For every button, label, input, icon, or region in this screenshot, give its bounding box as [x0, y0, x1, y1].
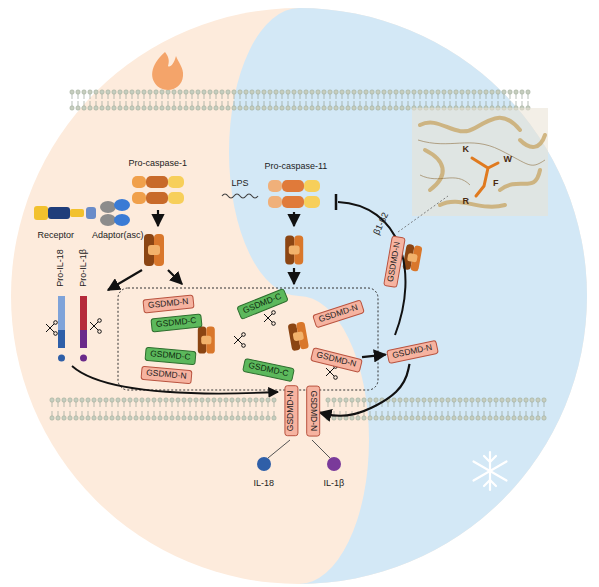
figure-label: W — [504, 155, 513, 165]
figure-label: IL-18 — [254, 479, 275, 489]
figure-label: Pro-IL-18 — [56, 249, 66, 287]
gsdmd-box: GSDMD-C — [150, 313, 202, 332]
node-text: GSDMD-N — [384, 241, 401, 283]
gsdmd-box: GSDMD-N — [140, 366, 192, 384]
node-text: GSDMD-C — [241, 291, 282, 315]
figure-label: LPS — [232, 179, 249, 189]
node-text: GSDMD-N — [147, 296, 188, 310]
node-text: GSDMD-C — [247, 360, 289, 378]
zoom-leader — [398, 196, 448, 232]
node-text: GSDMD-N — [145, 367, 186, 381]
figure-label: β1-β2 — [372, 211, 391, 236]
figure-label: Pro-caspase-1 — [129, 159, 188, 169]
node-text: GSDMD-C — [155, 315, 196, 329]
node-text: GSDMD-N — [309, 391, 319, 432]
node-text: GSDMD-N — [285, 391, 295, 432]
figure-label: Adaptor(asc) — [92, 231, 144, 241]
gsdmd-box: GSDMD-N — [310, 347, 362, 373]
gsdmd-box: GSDMD-C — [242, 358, 294, 382]
node-text: GSDMD-C — [149, 348, 190, 362]
gsdmd-box: GSDMD-N — [284, 386, 298, 437]
pro-caspase-1-symbol — [132, 176, 184, 204]
il-18-stalk — [268, 440, 290, 458]
node-text: GSDMD-N — [315, 349, 357, 369]
il-18-dot — [257, 457, 271, 471]
figure-label: Pro-caspase-11 — [265, 162, 328, 172]
caspase-dimer — [144, 234, 423, 354]
pro-il-bars — [58, 296, 87, 362]
gsdmd-box: GSDMD-N — [142, 294, 194, 313]
connector-arrow — [362, 355, 386, 357]
figure-label: F — [493, 179, 499, 189]
figure-label: Pro-IL-1β — [79, 249, 89, 287]
cool-half — [229, 8, 587, 584]
il-1b-stalk — [312, 440, 330, 458]
il-1b-dot — [327, 457, 341, 471]
node-text: GSDMD-N — [391, 342, 433, 360]
gsdmd-box: GSDMD-N — [386, 340, 438, 364]
gsdmd-box: GSDMD-N — [312, 300, 364, 329]
protein-structure — [412, 108, 548, 216]
adaptor-symbol — [100, 199, 130, 226]
figure-label: R — [463, 197, 470, 207]
pro-caspase-11-symbol — [268, 180, 320, 208]
activation-arrows — [108, 210, 294, 290]
snowflake-icon — [474, 452, 507, 490]
gsdmd-box: GSDMD-C — [144, 347, 196, 365]
lps-symbol — [222, 194, 258, 198]
connector-arrow — [320, 364, 410, 416]
warm-half — [11, 8, 587, 584]
receptor-symbol — [34, 206, 96, 220]
gsdmd-box: GSDMD-N — [306, 386, 320, 437]
node-text: GSDMD-N — [317, 302, 359, 324]
flame-icon — [152, 52, 183, 90]
figure-label: IL-1β — [324, 479, 345, 489]
gsdmd-box: GSDMD-C — [236, 288, 288, 320]
cleavage-box — [118, 288, 378, 390]
inhibition-bar — [335, 194, 338, 210]
figure-label: Receptor — [38, 231, 75, 241]
gsdmd-box: GSDMD-N — [383, 236, 405, 288]
figure-label: K — [463, 145, 470, 155]
